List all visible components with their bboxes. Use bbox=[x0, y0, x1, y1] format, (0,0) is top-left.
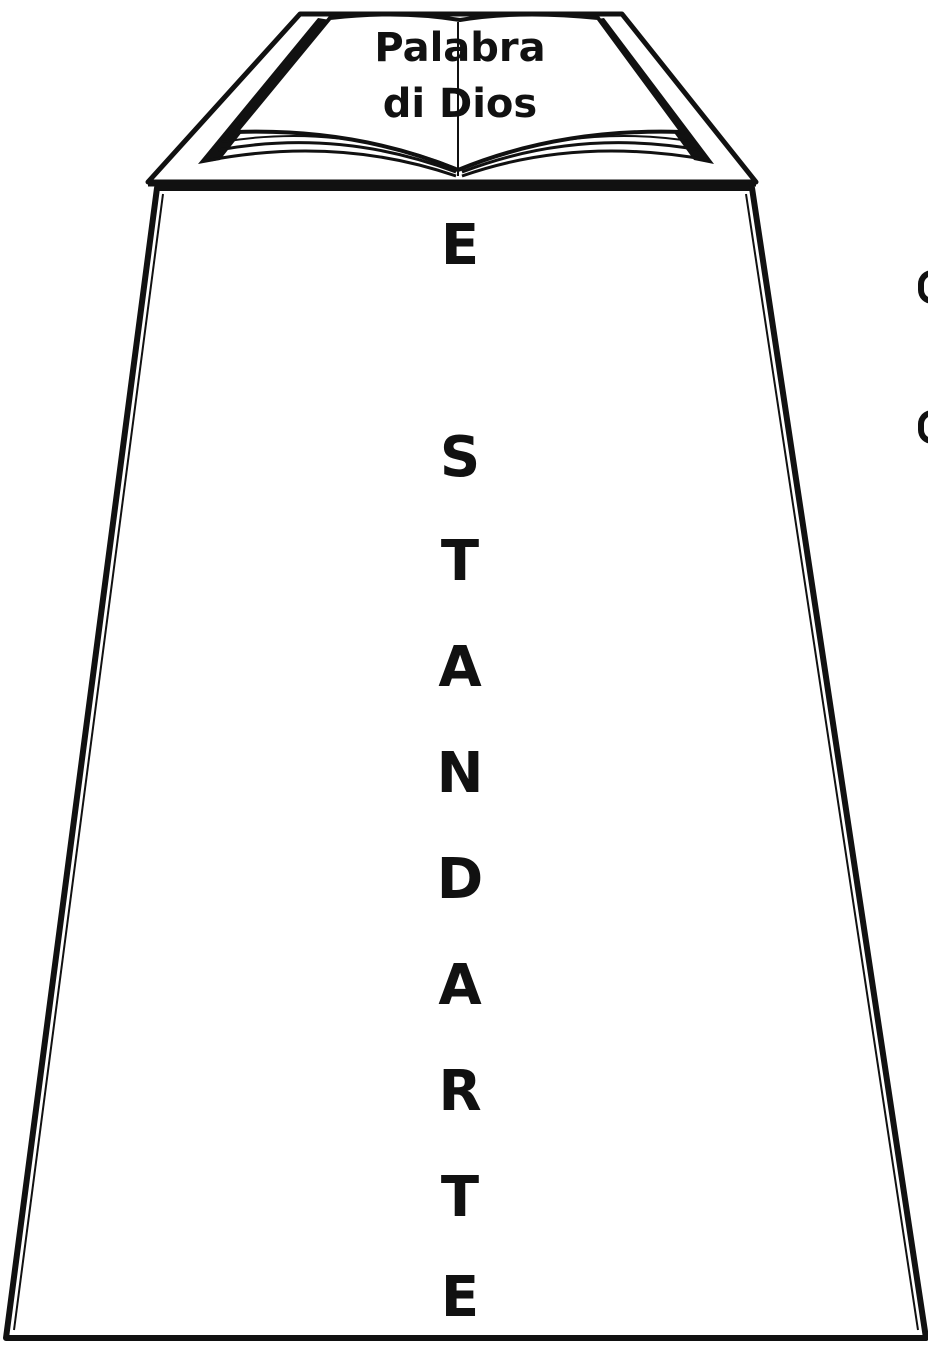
book-title-line-1: Palabra bbox=[330, 24, 590, 72]
book-title-line-2: di Dios bbox=[330, 80, 590, 128]
pillar-letter: N bbox=[410, 742, 510, 806]
pillar-letter: T bbox=[410, 530, 510, 594]
pillar-letter: E bbox=[410, 214, 510, 278]
pillar-letter: A bbox=[410, 636, 510, 700]
pillar-letter: A bbox=[410, 954, 510, 1018]
pillar-letter: S bbox=[410, 426, 510, 490]
pillar-letter: T bbox=[410, 1166, 510, 1230]
pillar-letter: D bbox=[410, 848, 510, 912]
pillar-letter: E bbox=[410, 1266, 510, 1330]
pillar-letter: R bbox=[410, 1060, 510, 1124]
